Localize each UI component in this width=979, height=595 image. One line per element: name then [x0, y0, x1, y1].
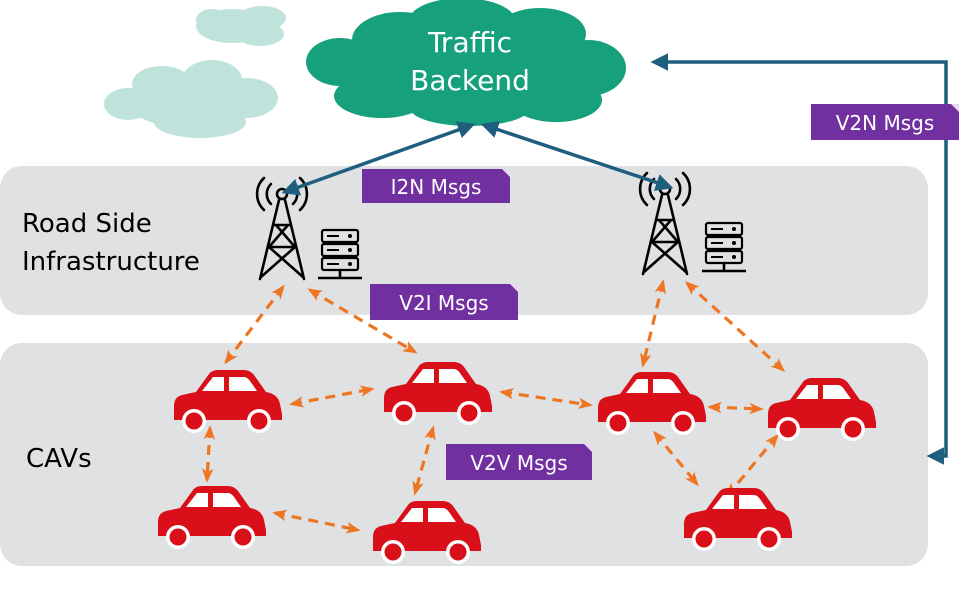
v2i-msgs-badge: V2I Msgs [370, 284, 518, 320]
cavs-layer-label: CAVs [26, 444, 92, 474]
i2n-arrow-left [281, 121, 476, 196]
decorative-cloud-icon [104, 60, 278, 138]
traffic-backend-cloud-icon [306, 0, 626, 126]
i2n-arrow-right [480, 121, 674, 191]
v2n-msgs-label: V2N Msgs [836, 111, 935, 135]
i2n-msgs-badge: I2N Msgs [362, 169, 510, 203]
backend-title-line2: Backend [410, 64, 530, 97]
v2n-arrow [650, 53, 948, 465]
v2i-msgs-label: V2I Msgs [399, 291, 488, 315]
v2n-msgs-badge: V2N Msgs [811, 104, 959, 140]
i2n-msgs-label: I2N Msgs [391, 175, 482, 199]
v2v-msgs-label: V2V Msgs [470, 451, 567, 475]
v2v-msgs-badge: V2V Msgs [446, 444, 592, 480]
rsu-layer-label-line2: Infrastructure [22, 247, 200, 277]
decorative-cloud-icon [196, 6, 286, 46]
backend-title-line1: Traffic [427, 26, 512, 59]
v2x-message-arrows [201, 279, 786, 534]
rsu-layer-label-line1: Road Side [22, 209, 152, 239]
